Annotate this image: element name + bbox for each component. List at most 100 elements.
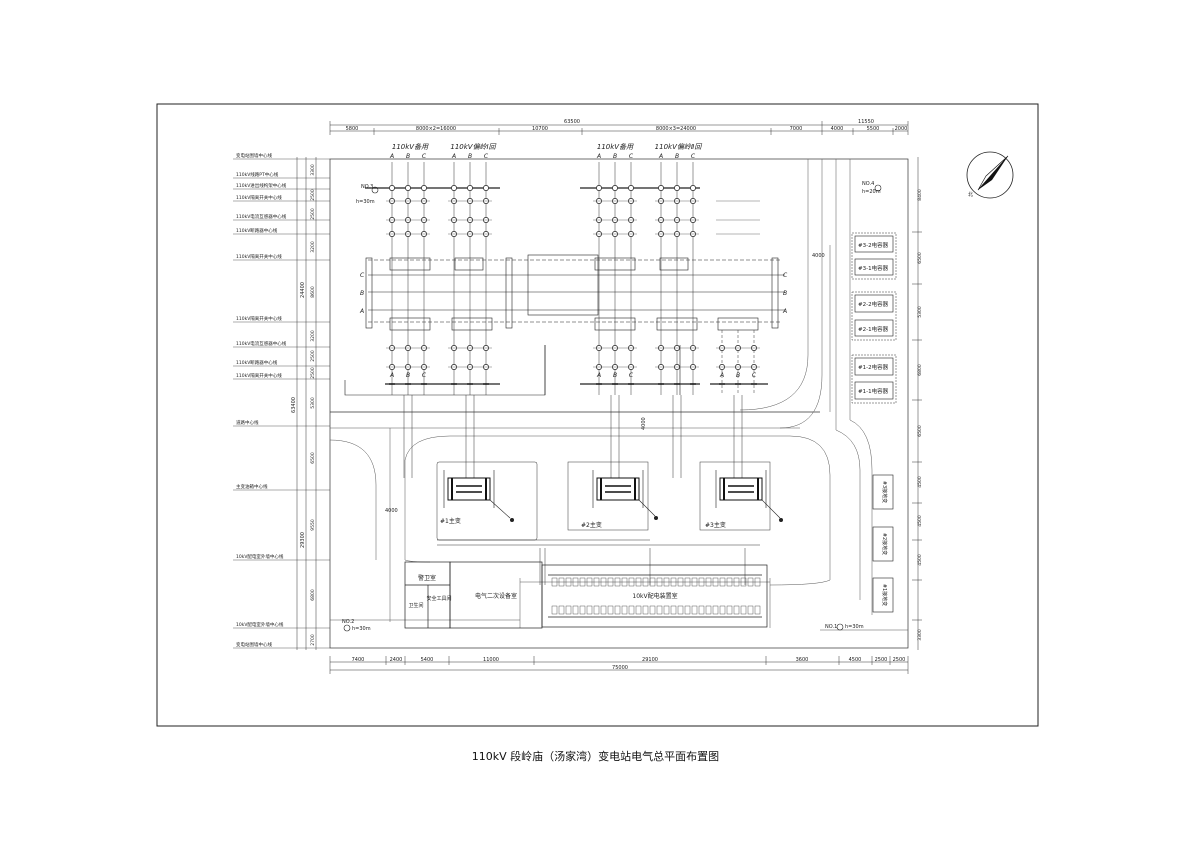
dim-left-seg-13: 2700 (310, 634, 316, 646)
dim-right-seg-6: 4500 (917, 476, 923, 488)
switchgear-cell (607, 577, 614, 587)
lightning-rod-4-h: h=20m (862, 189, 881, 195)
phase-label-side: B (783, 290, 787, 297)
bay-equipment (451, 185, 457, 191)
switchgear-cell (614, 605, 621, 615)
switchgear-cell (628, 577, 635, 587)
label-ct-2: 110kV电流互感器中心线 (236, 340, 287, 347)
dim-right-seg-1: 8400 (917, 189, 923, 201)
capacitor-1-2: #1-2电容器 (858, 363, 889, 371)
phase-label-top: C (629, 153, 634, 160)
dim-bottom-seg-1: 7400 (352, 657, 365, 663)
dim-bottom-seg-6: 3600 (796, 657, 809, 663)
label-iso-2: 110kV隔离开关中心线 (236, 253, 282, 260)
dim-bottom-seg-7: 4500 (849, 657, 862, 663)
dim-top-seg-6: 4000 (831, 126, 844, 132)
bay-titles: 110kV备用 110kV偏岭Ⅰ回 110kV备用 110kV偏岭Ⅱ回 (392, 143, 702, 151)
bay-equipment (389, 185, 395, 191)
lightning-rod-2: NO.2 h=30m (342, 619, 371, 632)
switchgear-cell (614, 577, 621, 587)
switchgear-cell (635, 605, 642, 615)
phase-label-bottom: C (422, 372, 427, 379)
capacitor-2-1: #2-1电容器 (858, 325, 889, 333)
dim-right-seg-8: 4500 (917, 554, 923, 566)
switchgear-cell (733, 577, 740, 587)
dim-bottom-seg-2: 2400 (390, 657, 403, 663)
switchgear-cell (551, 605, 558, 615)
switchgear-cell (558, 577, 565, 587)
switchgear-cell (719, 577, 726, 587)
capacitor-2-2: #2-2电容器 (858, 300, 889, 308)
switchgear-cell (684, 605, 691, 615)
switchgear-cell (698, 605, 705, 615)
dim-right-seg-3: 5300 (917, 306, 923, 318)
switchyard-structures (344, 187, 785, 396)
transformer-2: #2主变 (581, 470, 658, 529)
phase-label-top: A (451, 153, 456, 160)
dim-left-seg-2: 2500 (310, 189, 316, 201)
lightning-rod-4-no: NO.4 (862, 181, 874, 187)
dim-top-seg-8: 2000 (895, 126, 908, 132)
switchgear-cell (670, 605, 677, 615)
dim-top-seg-7: 5500 (867, 126, 880, 132)
dim-left-seg-10: 6500 (310, 452, 316, 464)
label-main-tank: 主变油箱中心线 (236, 483, 268, 490)
label-iso-4: 110kV隔离开关中心线 (236, 372, 282, 379)
bay-title-4: 110kV偏岭Ⅱ回 (655, 143, 703, 151)
transformer-3: #3主变 (705, 470, 783, 529)
bay-equipment (690, 185, 696, 191)
switchgear-cell (586, 605, 593, 615)
drawing-caption: 110kV 段岭庙（汤家湾）变电站电气总平面布置图 (471, 750, 720, 763)
phase-label-side: C (783, 272, 788, 279)
room-switchgear: 10kV配电装置室 (632, 592, 677, 600)
lightning-rods: NO.3 h=30m NO.4 h=20m NO.2 h=30m NO.1 h=… (342, 181, 882, 632)
lightning-rod-3-no: NO.3 (361, 184, 373, 190)
dim-inner-2: 4000 (812, 253, 825, 259)
switchgear-cell (677, 605, 684, 615)
buildings (404, 561, 768, 629)
transformer-area (436, 461, 771, 585)
switchgear-cell (747, 577, 754, 587)
capacitor-banks: #3-2电容器 #3-1电容器 #2-2电容器 #2-1电容器 #1-2电容器 … (851, 232, 897, 404)
switchgear-cell (551, 577, 558, 587)
switchgear-cell (684, 577, 691, 587)
lightning-rod-1-no: NO.1 (825, 624, 837, 630)
bay-equipment (674, 185, 680, 191)
phase-label-bottom: C (752, 372, 757, 379)
switchgear-cell (691, 577, 698, 587)
switchgear-cell (726, 577, 733, 587)
site-walls (329, 158, 909, 649)
dim-left-seg-9: 5300 (310, 397, 316, 409)
lightning-rod-1-h: h=30m (845, 624, 864, 630)
switchgear-cell (642, 605, 649, 615)
phase-label-bottom: A (389, 372, 394, 379)
left-label-leaders (233, 158, 330, 649)
switchgear-cell (649, 605, 656, 615)
switchgear-cell (726, 605, 733, 615)
label-10kv-wall-1: 10kV配电室外墙中心线 (236, 553, 284, 560)
switchgear-cell (558, 605, 565, 615)
switchgear-cell (712, 577, 719, 587)
dim-bottom-seg-8: 2500 (875, 657, 888, 663)
left-labels: 变电站围墙中心线 110kV线路PT中心线 110kV进出线构架中心线 110k… (236, 152, 287, 648)
phase-label-side: B (360, 290, 364, 297)
grounding-transformer-2: #2接地变 (881, 533, 888, 555)
dim-left-seg-3: 2500 (310, 208, 316, 220)
dim-right-seg-5: 6500 (917, 425, 923, 437)
switchgear-cell (621, 605, 628, 615)
room-toilet: 卫生间 (408, 602, 423, 609)
switchgear-cell (600, 605, 607, 615)
switchgear-cell (712, 605, 719, 615)
dim-top-overall-1: 63500 (564, 119, 580, 125)
dim-bottom-seg-4: 11000 (483, 657, 499, 663)
switchgear-cell (642, 577, 649, 587)
bay-title-3: 110kV备用 (597, 143, 634, 151)
switchgear-cell (705, 605, 712, 615)
switchgear-cell (579, 605, 586, 615)
grounding-transformers: #3接地变 #2接地变 #1接地变 (872, 474, 894, 613)
roads (329, 159, 908, 631)
capacitor-1-1: #1-1电容器 (858, 387, 889, 395)
bay-equipment (658, 185, 664, 191)
phase-label-top: B (468, 153, 472, 160)
